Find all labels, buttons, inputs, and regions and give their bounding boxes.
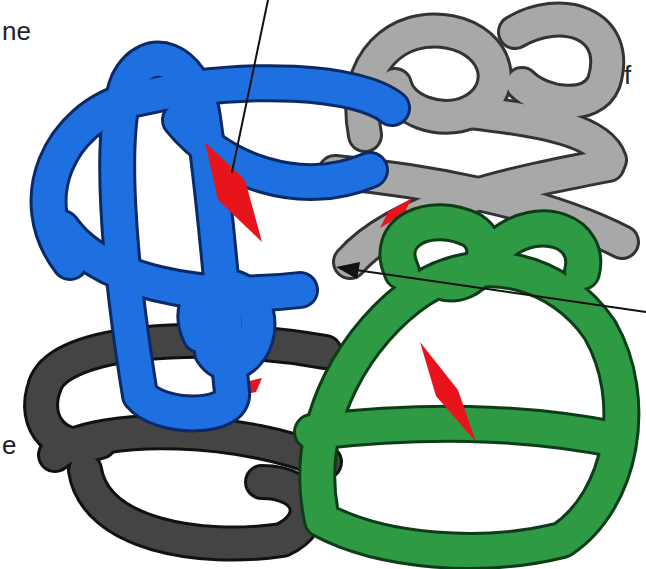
label-text: ne [2,18,31,44]
label-text: e [2,432,16,458]
label-text: f [624,62,631,88]
